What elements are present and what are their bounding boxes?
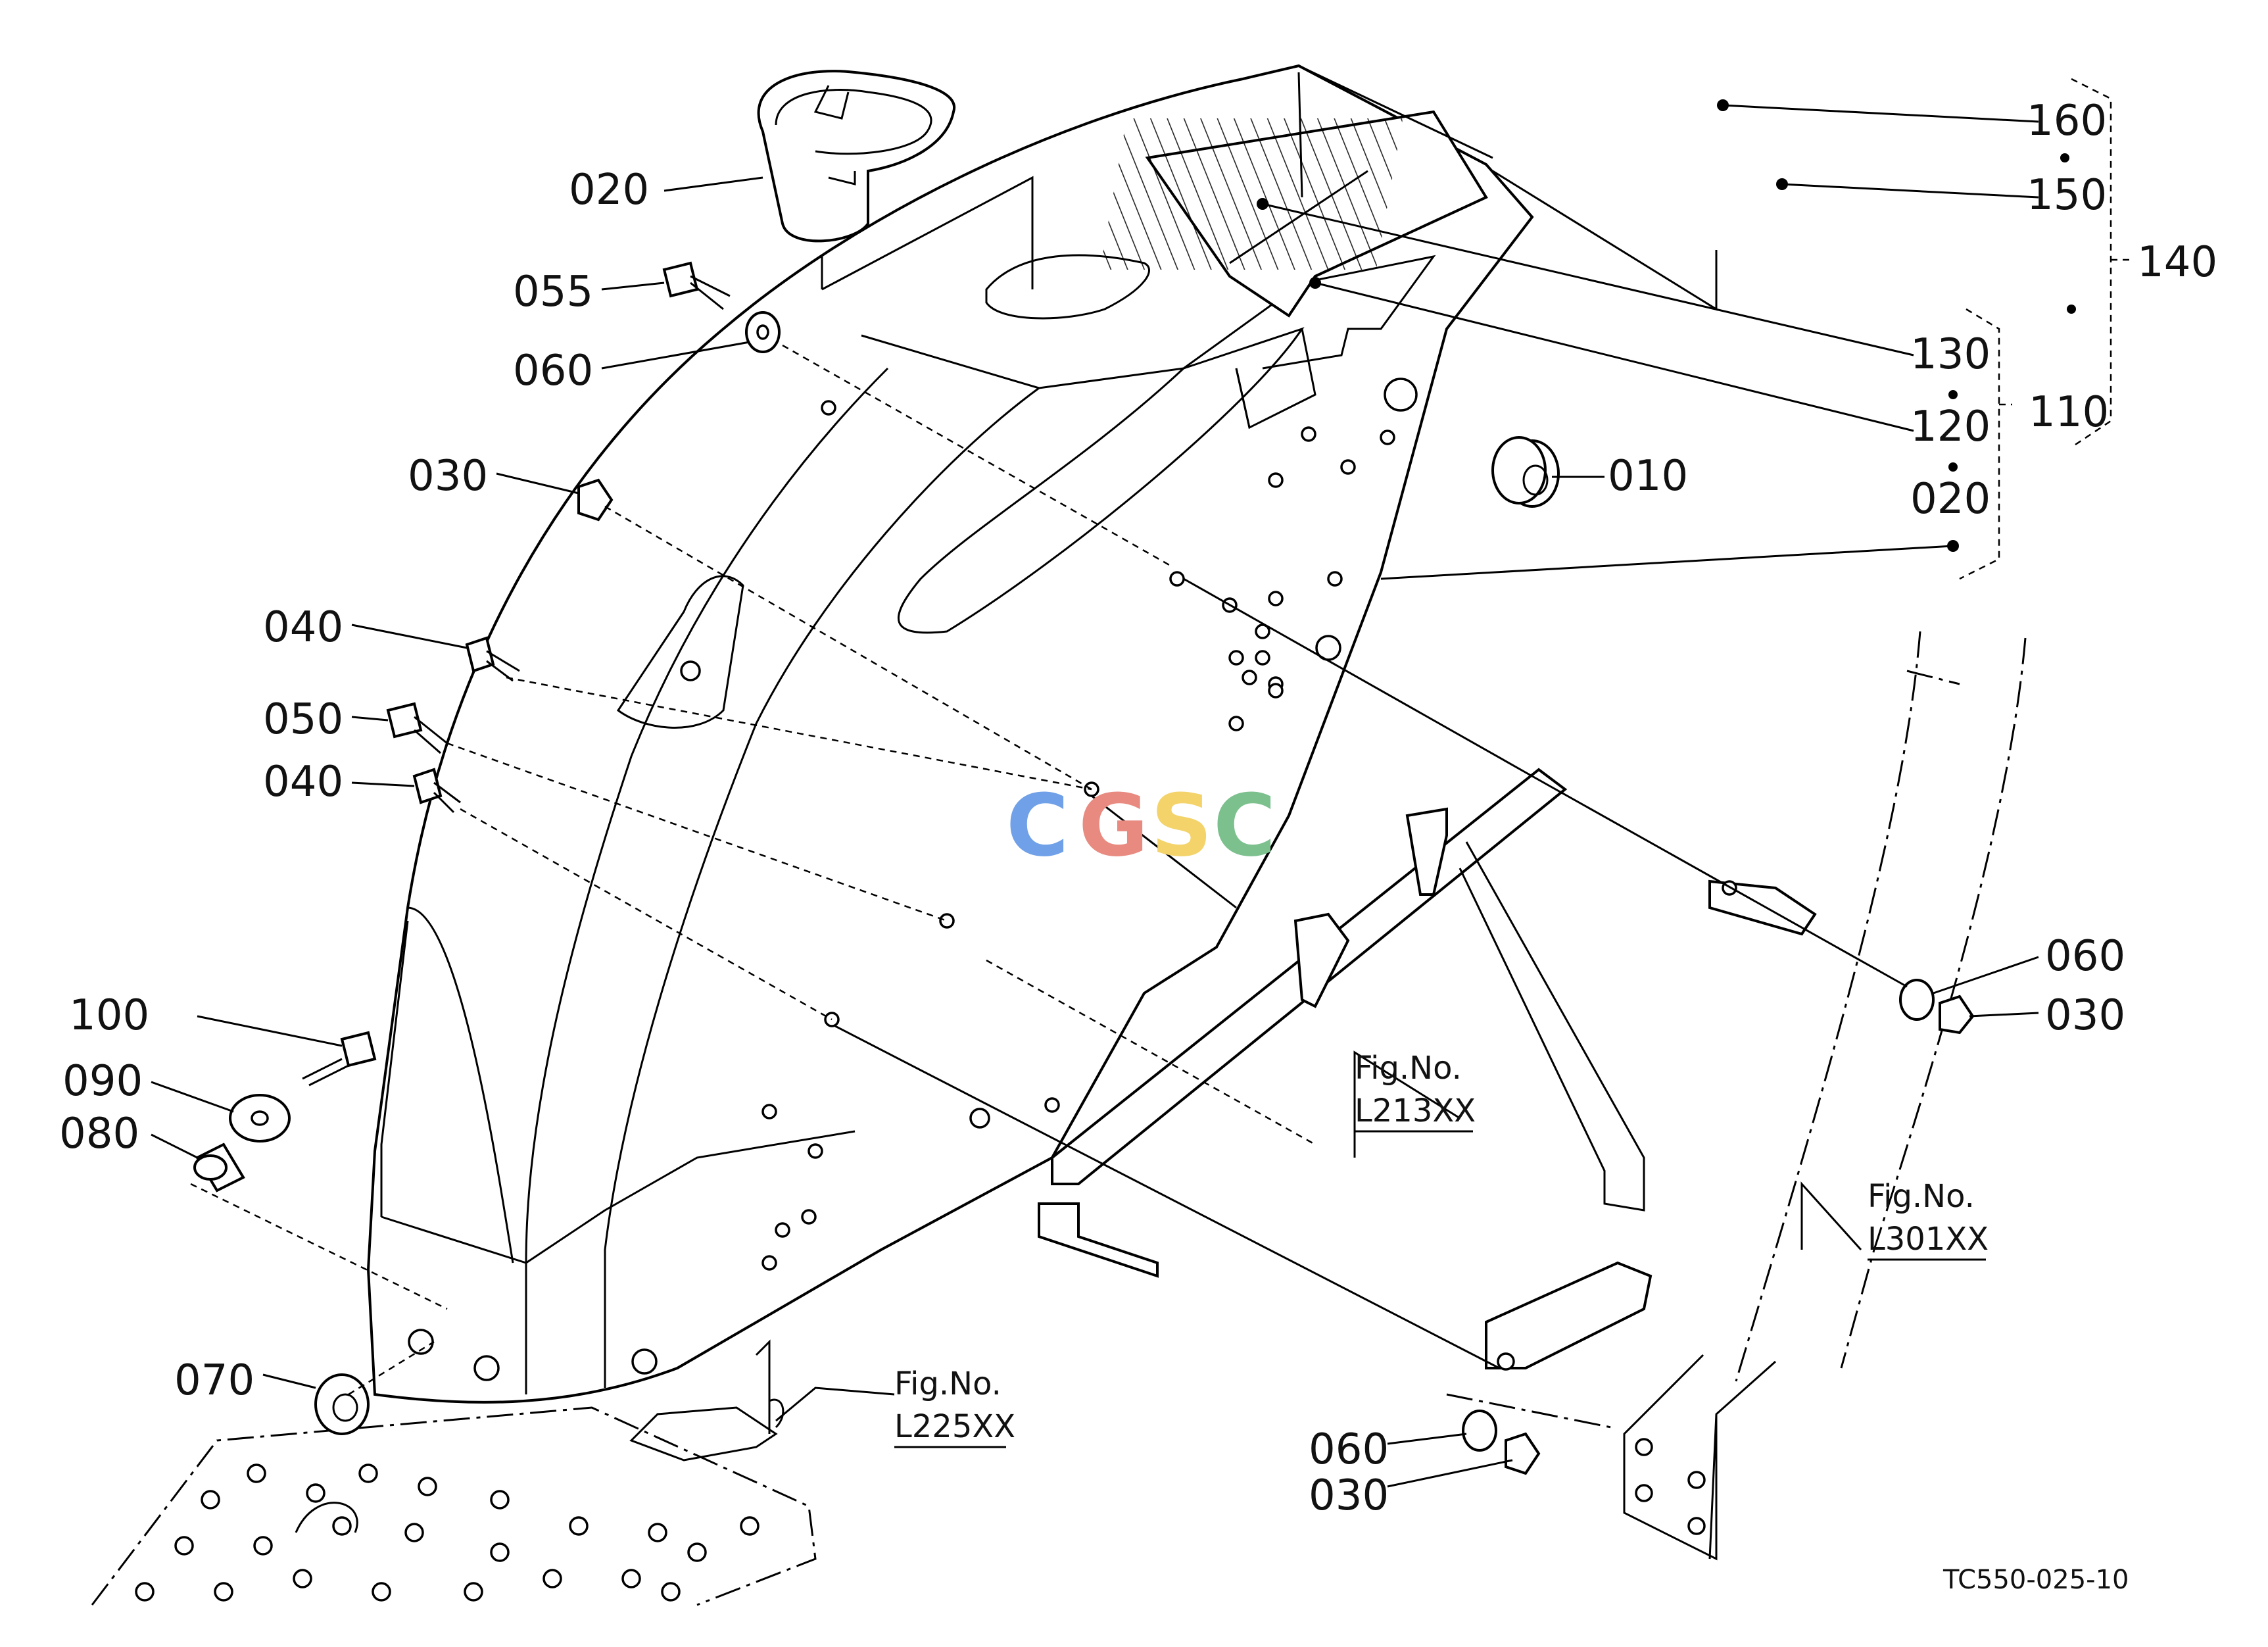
part-100-bolt [302, 1031, 377, 1087]
label-030-b: 030 [2045, 991, 2125, 1040]
fig-ref-2-code: L301XX [1868, 1221, 1989, 1258]
label-120: 120 [1910, 403, 1991, 451]
fig-ref-2-title: Fig.No. [1868, 1178, 1975, 1215]
label-040-a: 040 [263, 603, 343, 652]
drawing-code: TC550-025-10 [1942, 1565, 2129, 1595]
label-040-b: 040 [263, 758, 343, 806]
watermark-letter-c: C [1006, 775, 1069, 875]
fig-ref-1-title: Fig.No. [1355, 1050, 1462, 1087]
part-050-bolt [386, 702, 448, 754]
label-020-b: 020 [1910, 475, 1991, 524]
label-050: 050 [263, 695, 343, 744]
part-030-nut-c [1505, 1432, 1541, 1475]
label-060-c: 060 [1309, 1425, 1389, 1474]
fig-ref-3-title: Fig.No. [894, 1365, 1001, 1402]
label-160: 160 [2027, 97, 2107, 145]
label-100: 100 [69, 991, 149, 1040]
watermark-logo: C G S C [1006, 775, 1276, 875]
part-060-washer-b [1899, 979, 1935, 1021]
label-080: 080 [59, 1110, 139, 1158]
assembly-lines [190, 170, 1908, 1396]
label-020: 020 [569, 166, 649, 214]
part-070-grommet [314, 1373, 370, 1435]
label-130: 130 [1910, 330, 1991, 379]
figure-references: Fig.No. L213XX Fig.No. L301XX Fig.No. L2… [894, 1050, 1989, 1448]
rear-fender [366, 64, 1534, 1404]
grouping-brackets [1959, 78, 2131, 580]
label-110: 110 [2029, 388, 2109, 437]
part-055-bolt [662, 261, 731, 310]
part-060-washer-c [1462, 1410, 1497, 1452]
part-040-bolt-b [412, 768, 461, 814]
watermark-letter-g: G [1078, 775, 1149, 875]
fig-ref-3-code: L225XX [894, 1408, 1015, 1445]
label-030-a: 030 [408, 452, 488, 501]
label-060-a: 060 [513, 347, 593, 395]
fig-ref-1-code: L213XX [1355, 1093, 1476, 1129]
part-020-cup-holder [757, 70, 956, 243]
label-070: 070 [174, 1356, 254, 1405]
label-030-c: 030 [1309, 1471, 1389, 1520]
label-010: 010 [1608, 452, 1688, 501]
floor-plate-outline [91, 1339, 817, 1606]
label-150: 150 [2027, 171, 2107, 220]
part-080-spacer [193, 1143, 245, 1192]
part-010-grommet [1491, 436, 1560, 508]
part-030-nut-b [1939, 995, 1975, 1035]
fender-brackets [1038, 768, 1817, 1429]
part-030-nut [577, 478, 614, 522]
label-055: 055 [513, 268, 593, 316]
label-140: 140 [2137, 238, 2217, 287]
label-090: 090 [62, 1057, 143, 1106]
hardware-fasteners [193, 261, 1975, 1475]
watermark-letter-s: S [1151, 775, 1213, 875]
tractor-frame-outline [1623, 631, 2027, 1561]
label-060-b: 060 [2045, 932, 2125, 981]
callout-labels: 160 150 140 130 120 110 020 010 020 055 … [59, 97, 2217, 1520]
leader-lines [151, 99, 2076, 1488]
watermark-letter-c-2: C [1213, 775, 1276, 875]
